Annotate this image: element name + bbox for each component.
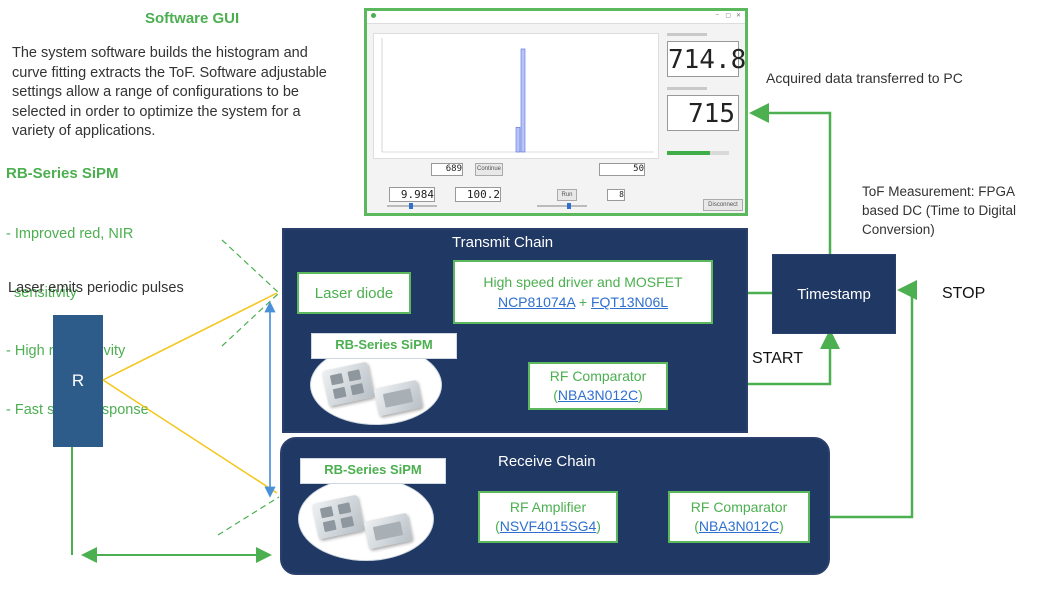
desc-line: variety of applications.: [12, 123, 156, 139]
gui-titlebar: – ▢ ✕: [367, 11, 745, 24]
rx-amplifier-part-link[interactable]: NSVF4015SG4: [499, 518, 597, 534]
driver-plus: +: [575, 294, 591, 310]
gui-disconnect-button[interactable]: Disconnect: [703, 199, 743, 211]
receive-chain-title: Receive Chain: [498, 453, 596, 470]
ray-return: [102, 379, 278, 494]
driver-part-link-1[interactable]: NCP81074A: [497, 294, 576, 310]
ray-out: [102, 292, 278, 381]
driver-title: High speed driver and MOSFET: [483, 274, 683, 290]
target-label: R: [71, 371, 85, 390]
tof-line: ToF Measurement: FPGA: [862, 184, 1016, 199]
software-gui-screenshot: – ▢ ✕ 714.8 715 689 Continue 50 9.984 10…: [364, 8, 748, 216]
gui-field-2[interactable]: 50: [599, 163, 645, 176]
gui-display-2-caption: [667, 87, 707, 90]
gui-display-1: 714.8: [667, 41, 746, 77]
gui-minimize-icon[interactable]: –: [715, 12, 719, 18]
gui-maximize-icon[interactable]: ▢: [725, 13, 731, 19]
rx-sipm-tag: RB-Series SiPM: [300, 458, 446, 484]
tx-sipm-tag: RB-Series SiPM: [311, 333, 457, 359]
rx-amplifier-box: RF Amplifier (NSVF4015SG4): [478, 491, 618, 543]
gui-field-3[interactable]: 9.984: [389, 187, 435, 202]
laser-label: Laser emits periodic pulses: [8, 280, 184, 296]
acquired-label: Acquired data transferred to PC: [766, 70, 963, 86]
gui-field-1[interactable]: 689: [431, 163, 463, 176]
gui-field-4[interactable]: 100.2: [455, 187, 501, 202]
gui-progress-fill: [667, 151, 711, 155]
desc-line: settings allow a range of configurations…: [12, 84, 299, 100]
software-gui-title: Software GUI: [145, 10, 240, 27]
gui-display-2: 715: [667, 95, 739, 131]
tof-measurement-text: ToF Measurement: FPGA based DC (Time to …: [862, 182, 1016, 239]
arrow-stop: [812, 280, 917, 519]
feature-item: sensitivity: [6, 284, 77, 301]
hist-bar-secondary: [515, 127, 521, 153]
gui-slider-1[interactable]: [387, 203, 437, 209]
start-label: START: [752, 350, 803, 367]
gui-field-5[interactable]: 8: [607, 189, 625, 201]
gui-histogram-svg: [381, 38, 654, 153]
rx-amplifier-title: RF Amplifier: [509, 499, 587, 515]
transmit-chain-title: Transmit Chain: [452, 234, 554, 251]
rx-comparator-part-link[interactable]: NBA3N012C: [698, 518, 780, 534]
tof-line: based DC (Time to Digital: [862, 203, 1017, 218]
tx-comparator-box: RF Comparator (NBA3N012C): [528, 362, 668, 410]
tof-line: Conversion): [862, 222, 935, 237]
gui-continue-button[interactable]: Continue: [475, 163, 503, 176]
rx-comparator-title: RF Comparator: [690, 499, 788, 515]
gui-close-icon[interactable]: ✕: [735, 13, 741, 19]
timestamp-box: Timestamp: [772, 254, 896, 334]
target-block: R: [53, 315, 103, 447]
gui-run-button[interactable]: Run: [557, 189, 577, 201]
gui-progress-track: [667, 151, 729, 155]
gui-display-1-caption: [667, 33, 707, 36]
desc-line: The system software builds the histogram…: [12, 45, 308, 61]
gui-histogram-plot: [373, 33, 659, 159]
tx-comparator-title: RF Comparator: [549, 368, 647, 384]
return-dash: [217, 496, 280, 536]
desc-line: selected in order to optimize the system…: [12, 103, 301, 120]
desc-line: curve fitting extracts the ToF. Software…: [12, 64, 327, 81]
hist-bar-peak: [520, 48, 526, 153]
sipm-features-title: RB-Series SiPM: [6, 165, 119, 182]
timestamp-label: Timestamp: [797, 285, 871, 303]
stop-label: STOP: [942, 285, 986, 302]
laser-diode-box: Laser diode: [297, 272, 411, 314]
laser-diode-label: Laser diode: [314, 284, 394, 302]
tx-comparator-part-link[interactable]: NBA3N012C: [557, 387, 639, 403]
driver-part-link-2[interactable]: FQT13N06L: [590, 294, 669, 310]
beam-dash-upper: [221, 239, 280, 294]
gui-slider-2[interactable]: [537, 203, 587, 209]
driver-box: High speed driver and MOSFET NCP81074A +…: [453, 260, 713, 324]
feature-item: - Improved red, NIR: [6, 226, 134, 242]
rx-comparator-box: RF Comparator (NBA3N012C): [668, 491, 810, 543]
arrow-to-pc: [749, 103, 832, 254]
software-description: The system software builds the histogram…: [12, 44, 327, 142]
gui-app-icon: [371, 13, 376, 18]
